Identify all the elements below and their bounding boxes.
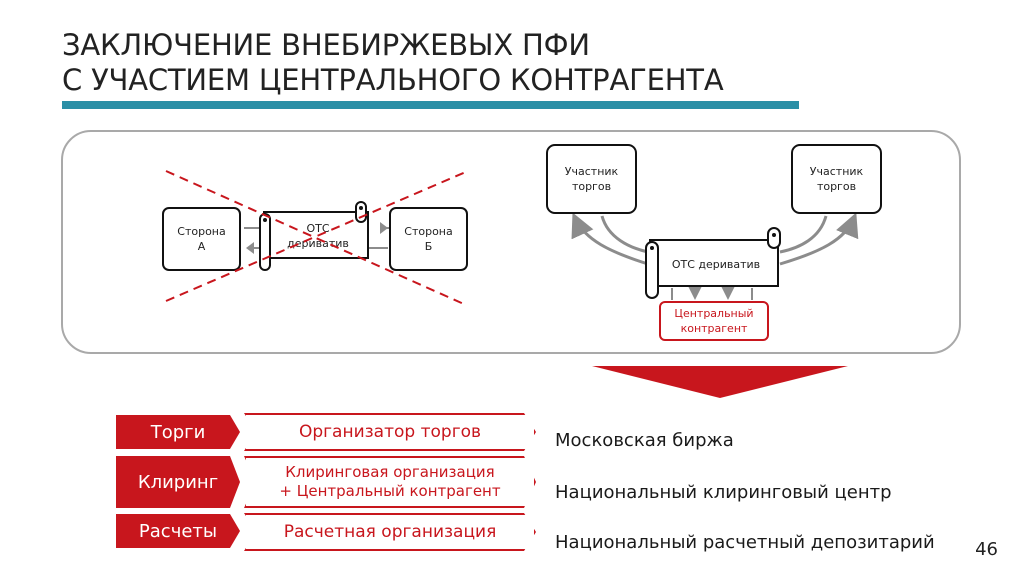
ccp-label-2: контрагент [681, 322, 748, 335]
party-b-label-2: Б [425, 240, 433, 253]
row-label-clearing: Клиринг [116, 456, 240, 508]
title-underline-bar [62, 101, 799, 109]
page-number: 46 [975, 539, 998, 560]
ccp-derivative-scroll: ОТС дериватив [645, 227, 781, 299]
row-box-clearing-text-1: Клиринговая организация [285, 463, 495, 481]
participant-left-label-1: Участник [565, 165, 619, 178]
participant-right-box [791, 144, 882, 214]
page-title: ЗАКЛЮЧЕНИЕ ВНЕБИРЖЕВЫХ ПФИ С УЧАСТИЕМ ЦЕ… [62, 28, 724, 98]
participant-right-label-1: Участник [810, 165, 864, 178]
participant-right-label-2: торгов [817, 180, 856, 193]
row-entity-trading: Московская биржа [555, 430, 734, 451]
party-b-label-1: Сторона [404, 225, 452, 238]
party-a-label-2: А [198, 240, 206, 253]
arrow-head [380, 222, 388, 234]
ccp-scheme: Участник торгов Участник торгов ОТС дери… [546, 144, 882, 341]
row-box-settlement: Расчетная организация [244, 513, 536, 551]
cross-line [165, 170, 467, 306]
row-label-trading: Торги [116, 415, 240, 449]
cross-line [165, 170, 469, 302]
curve-arrow [571, 212, 649, 266]
participant-left-box [546, 144, 637, 214]
row-entity-settlement: Национальный расчетный депозитарий [555, 532, 935, 553]
curve-arrow [779, 212, 859, 266]
party-b-box [389, 207, 468, 271]
bilateral-scheme: Сторона А Сторона Б ОТС дериватив [162, 170, 469, 306]
derivative-scroll: ОТС дериватив [259, 201, 369, 271]
title-line-1: ЗАКЛЮЧЕНИЕ ВНЕБИРЖЕВЫХ ПФИ [62, 28, 590, 62]
party-a-box [162, 207, 241, 271]
row-box-clearing-text-2: + Центральный контрагент [279, 482, 501, 500]
ccp-box [659, 301, 769, 341]
derivative-label-1: ОТС [306, 222, 329, 235]
row-box-trading-text: Организатор торгов [298, 422, 482, 442]
arrow-head [246, 242, 254, 254]
row-box-settlement-text: Расчетная организация [283, 522, 497, 542]
row-entity-clearing: Национальный клиринговый центр [555, 482, 892, 503]
curve-arrow [779, 215, 828, 254]
participant-left-label-2: торгов [572, 180, 611, 193]
ccp-label-1: Центральный [674, 307, 753, 320]
curve-arrow [600, 215, 649, 254]
ccp-derivative-label: ОТС дериватив [672, 258, 760, 271]
row-box-clearing: Клиринговая организация + Центральный ко… [244, 456, 536, 508]
title-line-2: С УЧАСТИЕМ ЦЕНТРАЛЬНОГО КОНТРАГЕНТА [62, 63, 724, 97]
down-pointer [592, 366, 848, 398]
party-a-label-1: Сторона [177, 225, 225, 238]
row-label-settlement: Расчеты [116, 514, 240, 548]
row-box-trading: Организатор торгов [244, 413, 536, 451]
